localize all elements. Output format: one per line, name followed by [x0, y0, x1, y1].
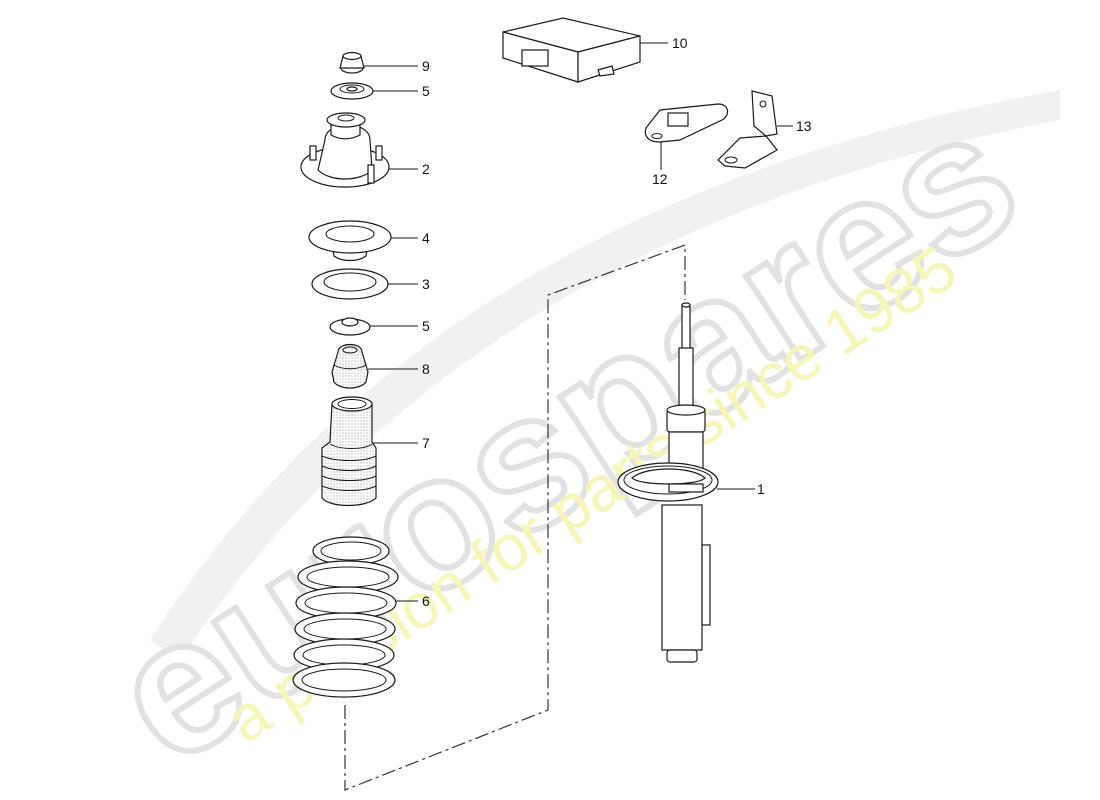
- part-9-nut[interactable]: [339, 51, 418, 74]
- part-8-bump-stop[interactable]: [331, 343, 418, 389]
- callout-1[interactable]: 1: [757, 481, 765, 497]
- callout-4[interactable]: 4: [422, 230, 430, 246]
- part-1-shock-absorber[interactable]: [617, 302, 755, 663]
- part-7-dust-boot[interactable]: [321, 396, 418, 507]
- part-3-seat-washer[interactable]: [311, 268, 418, 300]
- callout-7[interactable]: 7: [422, 435, 430, 451]
- part-13-holder[interactable]: [717, 90, 793, 169]
- assembly-axis-line: [344, 244, 686, 791]
- watermark: eurospares a passion for parts since 198…: [74, 66, 1060, 800]
- callout-6[interactable]: 6: [422, 593, 430, 609]
- part-5-washer-upper[interactable]: [330, 82, 418, 100]
- part-10-control-unit[interactable]: [502, 17, 668, 83]
- part-4-spring-plate[interactable]: [308, 220, 418, 262]
- callout-labels: 9 5 2 4 3 5 8 7 6 1 10 12 13: [422, 35, 812, 609]
- callout-8[interactable]: 8: [422, 361, 430, 377]
- part-12-sensor-bracket[interactable]: [644, 103, 729, 170]
- callout-9[interactable]: 9: [422, 58, 430, 74]
- part-6-coil-spring[interactable]: [292, 536, 418, 698]
- callout-5-upper[interactable]: 5: [422, 83, 430, 99]
- callout-5-lower[interactable]: 5: [422, 318, 430, 334]
- callout-3[interactable]: 3: [422, 276, 430, 292]
- part-2-strut-mount[interactable]: [300, 112, 418, 188]
- callout-13[interactable]: 13: [796, 118, 812, 134]
- part-5-washer-lower[interactable]: [329, 317, 418, 336]
- callout-2[interactable]: 2: [422, 161, 430, 177]
- callout-10[interactable]: 10: [672, 35, 688, 51]
- callout-12[interactable]: 12: [652, 171, 668, 187]
